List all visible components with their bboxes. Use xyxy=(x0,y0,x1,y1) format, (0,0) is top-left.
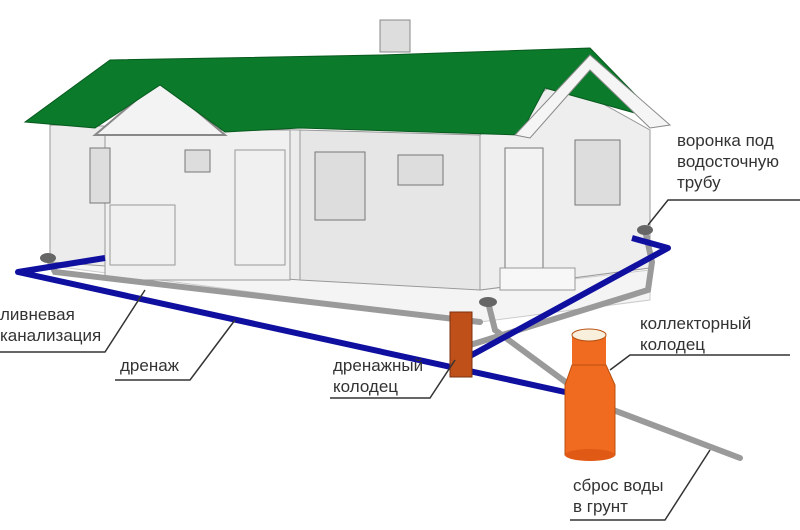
window xyxy=(314,151,366,221)
window xyxy=(89,147,111,204)
leader-lines xyxy=(0,199,800,521)
porch-railing xyxy=(109,204,176,266)
label-drainage: дренаж xyxy=(120,356,180,375)
drain-well xyxy=(449,311,473,378)
window xyxy=(574,139,621,206)
porch-railing-right xyxy=(234,149,286,266)
label-funnel: воронка под водосточную трубу xyxy=(677,131,779,192)
chimney xyxy=(379,19,411,53)
window xyxy=(397,154,444,186)
door xyxy=(504,147,544,269)
roof xyxy=(23,47,662,136)
funnel-icon xyxy=(637,225,653,235)
funnel-icon xyxy=(479,297,497,307)
label-discharge: сброс воды в грунт xyxy=(573,476,664,516)
label-storm-sewer: ливневая канализация xyxy=(0,305,102,345)
funnel-icon xyxy=(40,253,56,263)
step xyxy=(499,267,576,291)
window xyxy=(184,149,211,173)
label-drain-well: дренажный колодец xyxy=(333,356,424,396)
label-collector-well: коллекторный колодец xyxy=(640,314,752,354)
right-gable-trim xyxy=(514,54,672,139)
drainage-pipe xyxy=(15,235,671,395)
collector-well xyxy=(564,328,616,461)
